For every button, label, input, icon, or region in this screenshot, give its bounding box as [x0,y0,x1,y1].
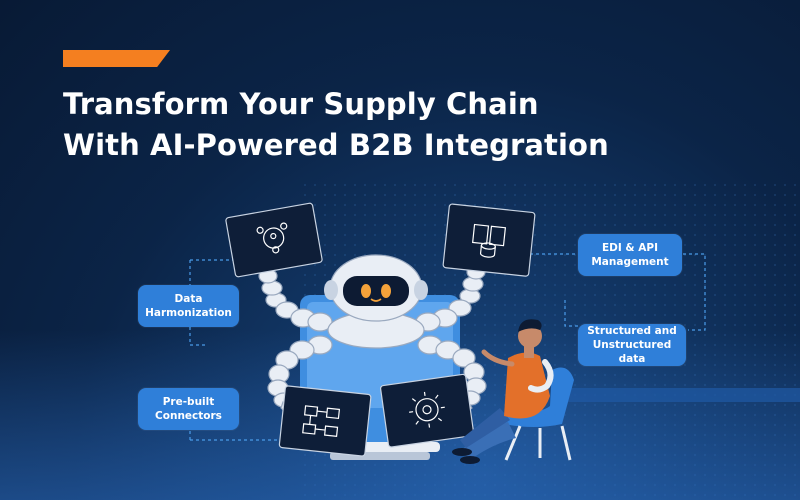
label-line: Unstructured data [592,339,672,365]
panel-gear [380,373,475,448]
chair-illustration [504,367,574,461]
robot-illustration [324,254,428,349]
label-line: Structured and [587,325,677,337]
panel-flow [278,385,372,457]
label-edi-api-management: EDI & API Management [578,234,682,276]
document-database-icon [472,223,507,258]
page-title: Transform Your Supply Chain With AI-Powe… [63,84,609,166]
label-data-harmonization: Data Harmonization [138,285,239,327]
label-line: Connectors [155,410,222,422]
title-line-2: With AI-Powered B2B Integration [63,128,609,162]
flow-diagram-icon [302,405,341,437]
light-stripe [560,388,800,402]
label-line: Pre-built [162,396,215,408]
person-illustration [452,319,554,464]
panel-people-network [225,202,323,278]
title-line-1: Transform Your Supply Chain [63,87,539,121]
label-structured-data: Structured and Unstructured data [578,324,686,366]
people-network-icon [256,222,288,254]
label-line: Data [174,293,203,305]
accent-bar [63,50,170,67]
label-line: EDI & API [601,242,658,254]
label-prebuilt-connectors: Pre-built Connectors [138,388,239,430]
panel-documents [442,203,536,277]
label-line: Harmonization [145,307,232,319]
label-line: Management [591,256,669,268]
gear-chip-icon [409,391,445,428]
